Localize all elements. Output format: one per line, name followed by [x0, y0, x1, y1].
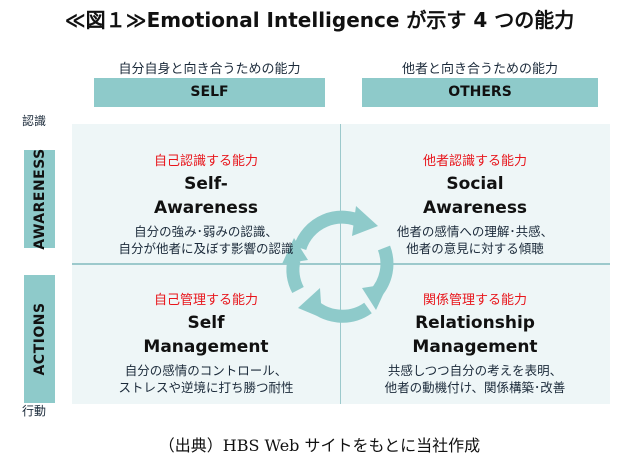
quadrant-en-title: Self- Awareness: [72, 172, 340, 220]
desc-line-2: 自分が他者に及ぼす影響の認識: [118, 241, 294, 256]
desc-line-2: ストレスや逆境に打ち勝つ耐性: [118, 380, 294, 395]
desc-line-1: 自分の感情のコントロール、: [124, 363, 288, 378]
others-column-header: OTHERS: [362, 78, 598, 107]
desc-line-2: 他者の意見に対する傾聴: [406, 241, 544, 256]
desc-line-1: 他者の感情への理解･共感、: [396, 224, 554, 239]
horizontal-divider: [72, 263, 610, 265]
actions-axis-label: 行動: [22, 404, 47, 418]
en-title-line-1: Relationship: [415, 313, 535, 333]
quadrant-jp-title: 関係管理する能力: [422, 293, 527, 308]
actions-row-bar: ACTIONS: [24, 275, 55, 403]
en-title-line-2: Management: [143, 337, 269, 357]
en-title-line-2: Awareness: [153, 198, 259, 218]
self-column-subtitle: 自分自身と向き合うための能力: [118, 62, 301, 77]
en-title-line-1: Self-: [184, 174, 228, 194]
desc-line-1: 自分の強み･弱みの認識、: [134, 224, 278, 239]
desc-line-2: 他者の動機付け、関係構築･改善: [384, 380, 566, 395]
quadrant-jp-title: 他者認識する能力: [422, 154, 527, 169]
quadrant-description: 自分の強み･弱みの認識、自分が他者に及ぼす影響の認識: [72, 223, 340, 257]
cycle-arrows-icon: [282, 206, 394, 323]
quadrant-description: 自分の感情のコントロール、ストレスや逆境に打ち勝つ耐性: [72, 362, 340, 396]
cycle-arrow-top: [293, 210, 365, 251]
self-column-header: SELF: [94, 78, 325, 107]
quadrant-jp-title: 自己認識する能力: [153, 154, 258, 169]
quadrant-description: 共感しつつ自分の考えを表明、他者の動機付け、関係構築･改善: [341, 362, 609, 396]
en-title-line-1: Self: [187, 313, 225, 333]
awareness-row-bar: AWARENESS: [24, 148, 55, 250]
en-title-line-2: Awareness: [422, 198, 528, 218]
quadrant-description: 他者の感情への理解･共感、他者の意見に対する傾聴: [341, 223, 609, 257]
en-title-line-2: Management: [412, 337, 538, 357]
others-column-subtitle: 他者と向き合うための能力: [401, 62, 558, 77]
desc-line-1: 共感しつつ自分の考えを表明、: [387, 363, 563, 378]
figure-title: ≪図１≫Emotional Intelligence が示す 4 つの能力: [64, 8, 575, 32]
awareness-row-label: AWARENESS: [31, 148, 48, 250]
source-caption: （出典）HBS Web サイトをもとに当社作成: [158, 436, 481, 455]
quadrant-jp-title: 自己管理する能力: [153, 293, 258, 308]
awareness-axis-label: 認識: [22, 114, 47, 128]
en-title-line-1: Social: [446, 174, 504, 194]
quadrant-self-awareness: 自己認識する能力 Self- Awareness 自分の強み･弱みの認識、自分が他…: [72, 150, 340, 257]
cycle-arrow-left: [286, 258, 304, 294]
actions-row-label: ACTIONS: [31, 302, 48, 376]
